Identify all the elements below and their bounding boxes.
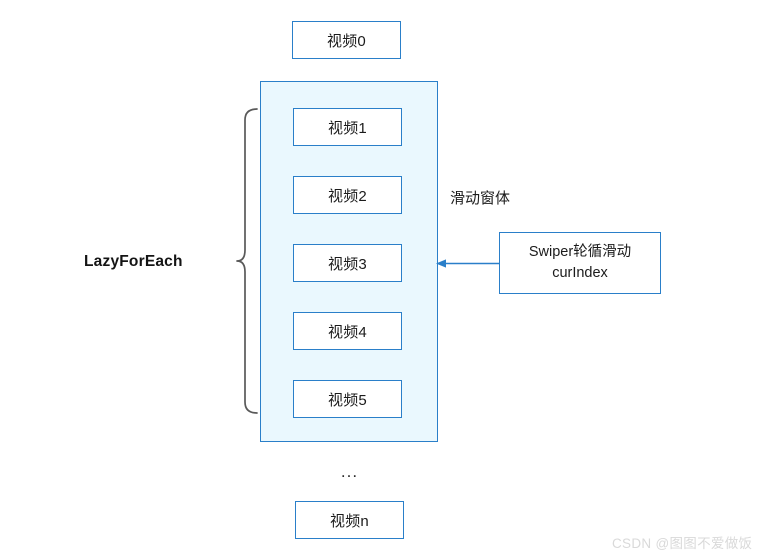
- video-item-2: 视频2: [293, 176, 402, 214]
- video-item-n-label: 视频n: [330, 512, 369, 530]
- swiper-line-2: curIndex: [552, 265, 608, 281]
- curly-brace-icon: [236, 108, 258, 414]
- sliding-window-label: 滑动窗体: [450, 190, 511, 207]
- video-item-1: 视频1: [293, 108, 402, 146]
- lazyforeach-label: LazyForEach: [84, 253, 183, 270]
- video-item-3: 视频3: [293, 244, 402, 282]
- ellipsis-text: ...: [340, 462, 359, 481]
- video-item-1-label: 视频1: [328, 119, 367, 137]
- swiper-line-1: Swiper轮循滑动: [528, 243, 632, 260]
- swiper-node: Swiper轮循滑动 curIndex: [499, 232, 661, 294]
- video-item-n: 视频n: [295, 501, 404, 539]
- video-item-0: 视频0: [292, 21, 401, 59]
- video-item-4: 视频4: [293, 312, 402, 350]
- video-item-2-label: 视频2: [328, 187, 367, 205]
- watermark-text: CSDN @图图不爱做饭: [612, 536, 753, 551]
- video-item-0-label: 视频0: [327, 32, 366, 50]
- video-item-4-label: 视频4: [328, 323, 367, 341]
- arrow-left-icon: [436, 259, 506, 268]
- video-item-3-label: 视频3: [328, 255, 367, 273]
- video-item-5: 视频5: [293, 380, 402, 418]
- video-item-5-label: 视频5: [328, 391, 367, 409]
